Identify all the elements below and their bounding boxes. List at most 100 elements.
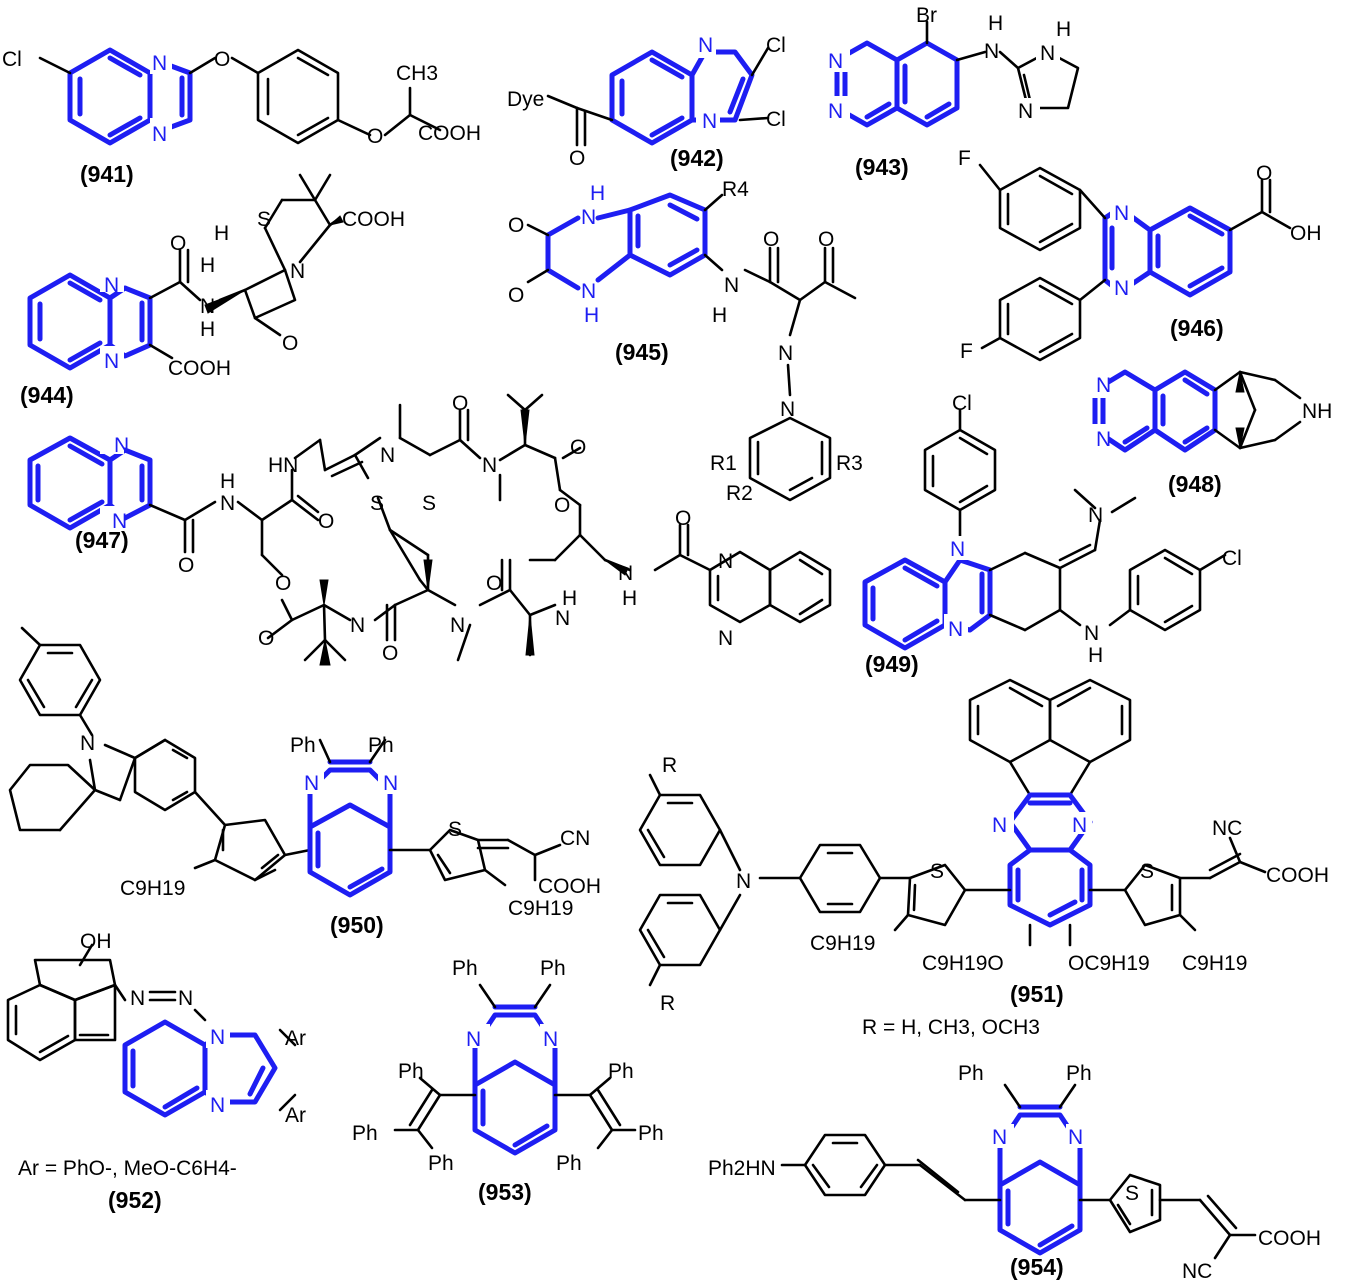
atom-label: N: [581, 206, 596, 229]
atom-label: N: [200, 295, 215, 318]
atom-label: OH: [1290, 222, 1322, 245]
atom-label: N: [152, 52, 167, 75]
atom-label: Ph: [540, 957, 566, 980]
atom-label: Ph: [452, 957, 478, 980]
atom-label: O: [282, 332, 298, 355]
atom-label: S: [1125, 1182, 1139, 1205]
quinoxaline-core-952: [122, 1019, 278, 1118]
compound-id: (951): [1010, 981, 1064, 1007]
atom-label: C9H19O: [922, 952, 1004, 975]
ar-group-note: Ar = PhO-, MeO-C6H4-: [18, 1157, 237, 1180]
atom-label: N: [210, 1026, 225, 1049]
atom-label: CN: [560, 827, 590, 850]
compound-id: (946): [1170, 315, 1224, 341]
atom-label: O: [318, 510, 334, 533]
atom-label: H: [1056, 18, 1071, 41]
quinoxaline-core-954: [997, 1104, 1083, 1256]
atom-label: N: [220, 492, 235, 515]
atom-label: N: [104, 274, 119, 297]
atom-label: H: [220, 470, 235, 493]
atom-label: N: [466, 1028, 481, 1051]
quinoxaline-core-953: [472, 1004, 558, 1156]
atom-label: N: [1018, 100, 1033, 123]
quinoxalinedione-core-945: [545, 192, 708, 291]
atom-label: N: [1084, 622, 1099, 645]
atom-label: N: [724, 274, 739, 297]
compound-941: Cl N N O O CH3 COOH (941): [2, 47, 481, 187]
atom-label: O: [258, 627, 274, 650]
atom-label: N: [1114, 202, 1129, 225]
atom-label: COOH: [418, 122, 481, 145]
atom-label: CH3: [396, 62, 438, 85]
atom-label: Ph: [398, 1060, 424, 1083]
atom-label: C9H19: [1182, 952, 1247, 975]
atom-label: O: [382, 642, 398, 665]
atom-label: N: [450, 614, 465, 637]
atom-label: Ar: [285, 1104, 306, 1127]
atom-label: N: [1040, 42, 1055, 65]
compound-954: Ph Ph N N Ph2HN S COOH NC (954): [708, 1062, 1321, 1283]
atom-label: Dye: [507, 88, 544, 111]
atom-label: R4: [722, 178, 749, 201]
atom-label: O: [275, 572, 291, 595]
atom-label: H: [712, 304, 727, 327]
atom-label: F: [960, 340, 973, 363]
atom-label: N: [618, 562, 633, 585]
compound-id: (942): [670, 145, 724, 171]
quinoxaline-core-942: [609, 49, 755, 146]
atom-label: O: [452, 392, 468, 415]
atom-label: N: [1096, 428, 1111, 451]
atom-label: S: [930, 860, 944, 883]
atom-label: O: [569, 147, 585, 170]
compound-id: (950): [330, 912, 384, 938]
compound-id: (944): [20, 382, 74, 408]
compound-946: F F N N O OH (946): [958, 147, 1322, 363]
atom-label: NC: [1182, 1260, 1212, 1283]
atom-label: O: [554, 494, 570, 517]
atom-label: Ph: [638, 1122, 664, 1145]
atom-label: N: [581, 280, 596, 303]
compound-950: N Ph Ph N N S CN COOH C9H19 C9H19 (950): [8, 626, 601, 938]
atom-label: N: [1068, 1126, 1083, 1149]
atom-label: O: [170, 232, 186, 255]
atom-label: N: [304, 772, 319, 795]
atom-label: N: [210, 1094, 225, 1117]
atom-label: S: [448, 818, 462, 841]
atom-label: N: [112, 510, 127, 533]
compound-id: (948): [1168, 471, 1222, 497]
atom-label: N: [1072, 814, 1087, 837]
atom-label: N: [948, 618, 963, 641]
atom-label: N: [104, 350, 119, 373]
compound-949: Cl N N N N H Cl (949): [862, 392, 1242, 677]
atom-label: COOH: [168, 357, 231, 380]
atom-label: H: [1088, 644, 1103, 667]
compound-id: (954): [1010, 1254, 1064, 1280]
atom-label: O: [508, 284, 524, 307]
atom-label: Ar: [285, 1027, 306, 1050]
quinoxaline-core-950: [307, 759, 393, 898]
atom-label: N: [482, 454, 497, 477]
atom-label: N: [718, 550, 733, 573]
r-group-note: R = H, CH3, OCH3: [862, 1016, 1040, 1039]
atom-label: N: [555, 607, 570, 630]
atom-label: OC9H19: [1068, 952, 1150, 975]
compound-951: R R N S N N S NC COOH C9H19 C9H19O OC9H1…: [638, 678, 1329, 1039]
atom-label: H: [214, 222, 229, 245]
quinoxaline-core-949: [862, 557, 993, 651]
atom-label: Ph: [1066, 1062, 1092, 1085]
atom-label: O: [214, 48, 230, 71]
atom-label: S: [422, 492, 436, 515]
atom-label: N: [778, 342, 793, 365]
atom-label: Cl: [2, 48, 22, 71]
atom-label: N: [1114, 277, 1129, 300]
atom-label: N: [950, 538, 965, 561]
atom-label: Ph: [290, 734, 316, 757]
compound-953: Ph Ph N N Ph Ph Ph Ph Ph Ph (953): [352, 957, 664, 1205]
atom-label: O: [178, 554, 194, 577]
atom-label: N: [114, 434, 129, 457]
atom-label: H: [562, 587, 577, 610]
atom-label: N: [350, 614, 365, 637]
compound-952: OH N N N N Ar Ar Ar = PhO-, MeO-C6H4- (9…: [6, 930, 306, 1213]
